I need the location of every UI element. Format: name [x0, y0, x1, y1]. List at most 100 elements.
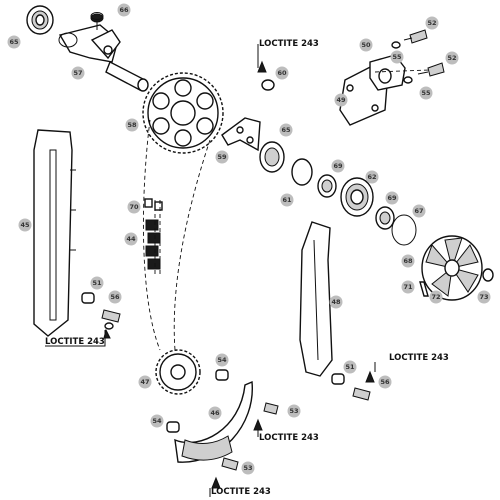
chain-guide-48 — [299, 221, 333, 377]
dowel-60 — [257, 60, 275, 91]
bolt-53a — [253, 402, 279, 431]
gear-62 — [340, 177, 374, 217]
bolt-56a — [101, 309, 121, 339]
impeller-68 — [421, 235, 483, 301]
svg-text:49: 49 — [336, 96, 346, 104]
loctite-label-bottom: LOCTITE 243 — [211, 487, 271, 497]
camshaft-seal-65 — [26, 5, 54, 35]
svg-text:68: 68 — [403, 257, 413, 265]
svg-text:65: 65 — [9, 38, 19, 46]
part-number-58: 58 — [125, 118, 139, 132]
part-number-70: 70 — [127, 200, 141, 214]
tensioner-shaft-57 — [58, 24, 149, 92]
part-number-56a: 56 — [108, 290, 122, 304]
bolt-56b — [352, 370, 375, 401]
svg-text:56: 56 — [110, 293, 120, 301]
svg-text:48: 48 — [331, 298, 341, 306]
part-number-48: 48 — [329, 295, 343, 309]
svg-text:65: 65 — [281, 126, 291, 134]
svg-text:53: 53 — [289, 407, 298, 415]
bearing-69b — [375, 206, 395, 230]
svg-text:61: 61 — [282, 196, 292, 204]
part-number-59: 59 — [215, 150, 229, 164]
svg-text:52: 52 — [427, 19, 436, 27]
bolt-53b — [211, 457, 239, 489]
part-number-56b: 56 — [378, 375, 392, 389]
part-number-72: 72 — [429, 290, 443, 304]
washer-73 — [482, 268, 494, 282]
part-number-46: 46 — [208, 406, 222, 420]
part-number-50: 50 — [359, 38, 373, 52]
part-number-54b: 54 — [150, 414, 164, 428]
pin-72 — [419, 281, 429, 297]
part-number-52b: 52 — [445, 51, 459, 65]
svg-text:52: 52 — [447, 54, 456, 62]
svg-text:70: 70 — [129, 203, 139, 211]
part-number-57: 57 — [71, 66, 85, 80]
svg-text:69: 69 — [333, 162, 343, 170]
svg-text:45: 45 — [20, 221, 30, 229]
bushing-51b — [331, 373, 345, 385]
svg-text:60: 60 — [277, 69, 287, 77]
svg-text:50: 50 — [361, 41, 371, 49]
part-number-68: 68 — [401, 254, 415, 268]
chain-guide-45 — [33, 129, 76, 337]
svg-text:58: 58 — [127, 121, 137, 129]
bracket-59 — [221, 117, 261, 152]
bushing-54a — [215, 369, 229, 381]
part-number-65a: 65 — [7, 35, 21, 49]
svg-text:55: 55 — [392, 53, 402, 61]
svg-text:69: 69 — [387, 194, 397, 202]
chain-link-70 — [144, 198, 163, 211]
svg-text:51: 51 — [92, 279, 102, 287]
svg-text:47: 47 — [140, 378, 149, 386]
part-number-45: 45 — [18, 218, 32, 232]
part-number-53b: 53 — [241, 461, 255, 475]
part-number-73: 73 — [477, 290, 491, 304]
spring-66 — [90, 12, 104, 23]
svg-text:71: 71 — [403, 283, 413, 291]
svg-text:59: 59 — [217, 153, 227, 161]
svg-text:56: 56 — [380, 378, 390, 386]
part-number-51b: 51 — [343, 360, 357, 374]
svg-text:54: 54 — [217, 356, 227, 364]
svg-text:67: 67 — [414, 207, 423, 215]
seal-65b — [259, 141, 285, 173]
part-number-60: 60 — [275, 66, 289, 80]
cam-sprocket-58 — [142, 72, 224, 154]
chain-guide-46 — [174, 380, 253, 463]
part-number-44: 44 — [124, 232, 138, 246]
loctite-label-right: LOCTITE 243 — [389, 353, 449, 363]
part-number-55a: 55 — [390, 50, 404, 64]
loctite-label-mid: LOCTITE 243 — [259, 433, 319, 443]
loctite-label-top: LOCTITE 243 — [259, 39, 319, 49]
part-number-69b: 69 — [385, 191, 399, 205]
svg-text:53: 53 — [243, 464, 252, 472]
bolt-52b — [417, 62, 445, 77]
bolt-52a — [403, 29, 428, 44]
washer-55a — [391, 41, 401, 49]
svg-text:72: 72 — [431, 293, 440, 301]
part-number-62: 62 — [365, 170, 379, 184]
part-number-61: 61 — [280, 193, 294, 207]
part-number-47: 47 — [138, 375, 152, 389]
svg-text:73: 73 — [479, 293, 488, 301]
part-number-66: 66 — [117, 3, 131, 17]
part-number-69a: 69 — [331, 159, 345, 173]
oring-67 — [391, 214, 417, 246]
part-number-65b: 65 — [279, 123, 293, 137]
part-number-71: 71 — [401, 280, 415, 294]
part-number-67: 67 — [412, 204, 426, 218]
chain-44 — [145, 219, 161, 270]
loctite-label-left: LOCTITE 243 — [45, 337, 105, 347]
tensioner-plunger-50 — [369, 54, 406, 91]
part-number-51a: 51 — [90, 276, 104, 290]
part-number-53a: 53 — [287, 404, 301, 418]
svg-text:57: 57 — [73, 69, 82, 77]
part-number-52a: 52 — [425, 16, 439, 30]
svg-text:44: 44 — [126, 235, 136, 243]
part-number-54a: 54 — [215, 353, 229, 367]
part-number-bubbles: 65 66 57 52 50 55 52 55 60 49 58 59 65 6… — [7, 3, 491, 475]
